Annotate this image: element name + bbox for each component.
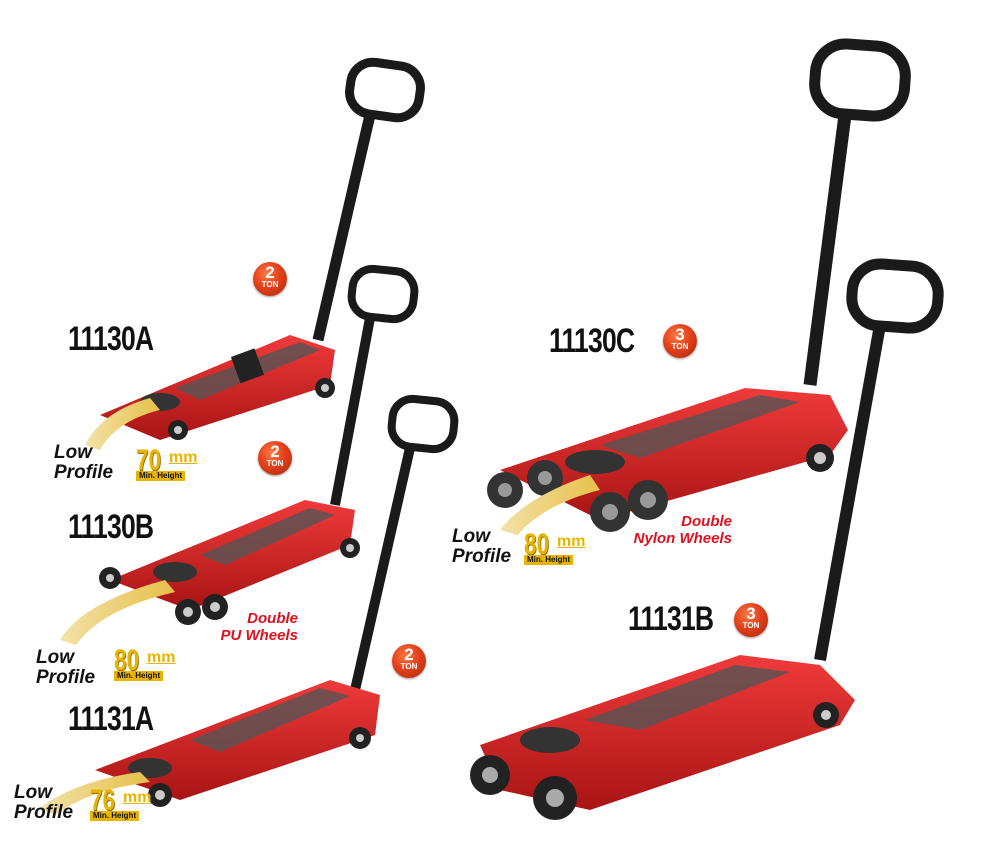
jack-11130a <box>85 57 425 450</box>
feature-line-2: PU Wheels <box>220 627 298 644</box>
feature-line-1: Double <box>681 513 732 530</box>
feature-label-11130b: Double PU Wheels <box>218 610 298 644</box>
low-profile-label-11131a: Low Profile <box>14 783 73 823</box>
jack-11130c <box>487 38 911 535</box>
ton-badge-11131b: 3 TON <box>734 603 768 637</box>
ton-unit: TON <box>671 342 689 351</box>
height-unit: mm <box>123 789 152 806</box>
ton-badge-11130a: 2 TON <box>253 262 287 296</box>
ton-badge-11130c: 3 TON <box>663 324 697 358</box>
profile-text: Profile <box>14 802 74 823</box>
low-text: Low <box>14 782 52 803</box>
low-profile-label-11130c: Low Profile <box>452 527 511 567</box>
height-value: 80 <box>524 528 550 561</box>
height-note: Min. Height <box>114 671 164 681</box>
profile-text: Profile <box>54 462 114 483</box>
ton-number: 3 <box>675 325 685 344</box>
feature-line-1: Double <box>247 610 298 627</box>
model-label-11130b: 11130B <box>68 508 154 546</box>
ton-number: 3 <box>746 604 756 623</box>
height-unit: mm <box>557 533 586 550</box>
model-label-11131b: 11131B <box>628 600 714 638</box>
height-value: 76 <box>90 784 116 817</box>
height-note: Min. Height <box>524 555 574 565</box>
profile-text: Profile <box>452 546 512 567</box>
min-height-11130b: 80 mm Min. Height <box>114 644 175 681</box>
ton-badge-11130b: 2 TON <box>258 441 292 475</box>
jack-11130b <box>60 264 419 645</box>
ton-unit: TON <box>261 280 279 289</box>
min-height-11130a: 70 mm Min. Height <box>136 444 197 481</box>
model-label-11130c: 11130C <box>549 322 635 360</box>
low-text: Low <box>36 647 74 668</box>
feature-label-11130c: Double Nylon Wheels <box>600 513 732 547</box>
profile-text: Profile <box>36 667 96 688</box>
low-text: Low <box>452 526 490 547</box>
jack-11131a <box>40 394 459 815</box>
feature-line-2: Nylon Wheels <box>633 530 732 547</box>
model-label-11131a: 11131A <box>68 700 154 738</box>
ton-unit: TON <box>400 662 418 671</box>
ton-number: 2 <box>265 263 275 282</box>
jack-11131b <box>470 258 944 820</box>
height-value: 70 <box>136 444 162 477</box>
ton-badge-11131a: 2 TON <box>392 644 426 678</box>
low-profile-label-11130b: Low Profile <box>36 648 95 688</box>
min-height-11130c: 80 mm Min. Height <box>524 528 585 565</box>
height-unit: mm <box>147 649 176 666</box>
height-unit: mm <box>169 449 198 466</box>
ton-number: 2 <box>404 645 414 664</box>
height-note: Min. Height <box>136 471 186 481</box>
low-profile-label-11130a: Low Profile <box>54 443 113 483</box>
min-height-11131a: 76 mm Min. Height <box>90 784 151 821</box>
height-value: 80 <box>114 644 140 677</box>
model-label-11130a: 11130A <box>68 320 154 358</box>
ton-unit: TON <box>742 621 760 630</box>
height-note: Min. Height <box>90 811 140 821</box>
ton-unit: TON <box>266 459 284 468</box>
low-text: Low <box>54 442 92 463</box>
ton-number: 2 <box>270 442 280 461</box>
